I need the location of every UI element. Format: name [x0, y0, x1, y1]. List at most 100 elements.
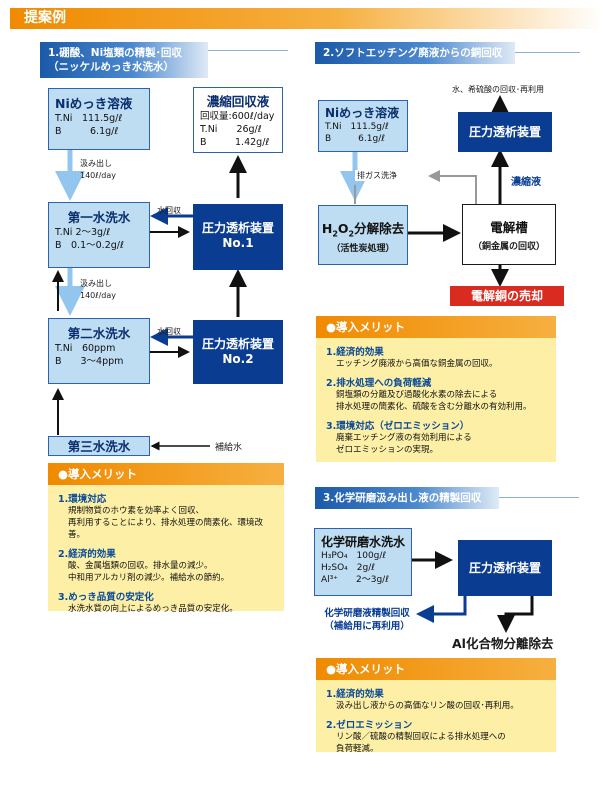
concentrate-label: 濃縮液	[511, 177, 541, 188]
section2-merit-2-line2: 排水処理の簡素化、硫酸を含む分離水の有効利用。	[336, 402, 532, 412]
electrolytic-cell-title: 電解槽	[490, 220, 528, 235]
second-rinse-box: 第二水洗水 T.Ni 60ppm B 3〜4ppm	[48, 318, 150, 384]
section1-merit-1-line1: 規制物質のホウ素を効率よく回収、	[68, 506, 205, 516]
ro-unit-2: 圧力透析装置 No.2	[193, 320, 283, 384]
al-compound-removal-label: Al化合物分離除去	[452, 636, 554, 651]
section3-merit-heading: ●導入メリット	[316, 658, 556, 680]
dragout-label-2: 汲み出し 140ℓ/day	[80, 278, 116, 302]
polish-al: Al³⁺ 2〜3g/ℓ	[321, 575, 389, 585]
copper-sale-text: 電解銅の売却	[470, 289, 543, 303]
section1-merit-1-line2: 再利用することにより、排水処理の簡素化、環境改善。	[68, 518, 263, 540]
section2-merit-1-line1: エッチング廃液から高価な銅金属の回収。	[336, 359, 498, 369]
section3-header: 3.化学研磨汲み出し液の精製回収	[315, 487, 499, 509]
section3-merit-1-line1: 汲み出し液からの高価なリン酸の回収･再利用。	[336, 701, 519, 711]
water-return-label-1: 水回収	[157, 206, 181, 215]
first-rinse-b: B 0.1〜0.2g/ℓ	[55, 240, 124, 251]
ni-plating-b: B 6.1g/ℓ	[55, 126, 119, 137]
ro-unit-2-number: No.2	[222, 352, 254, 366]
ro-unit-1-label: 圧力透析装置	[201, 221, 274, 235]
section2-header: 2.ソフトエッチング廃液からの銅回収	[315, 42, 515, 64]
section2-ni-plating-title: Niめっき溶液	[325, 106, 400, 120]
concentrate-b: B 1.42g/ℓ	[200, 137, 270, 148]
section1-header: 1.硼酸、Ni塩類の精製･回収 （ニッケルめっき水洗水）	[40, 42, 208, 78]
ro-unit-1: 圧力透析装置 No.1	[193, 204, 283, 270]
section3-header-line	[499, 497, 579, 498]
h2o2-sub1: 2	[332, 229, 338, 239]
second-rinse-b: B 3〜4ppm	[55, 356, 124, 367]
section2-merit-3-line1: 廃棄エッチング液の有効利用による	[336, 433, 472, 443]
first-rinse-tni: T.Ni 2〜3g/ℓ	[55, 227, 111, 238]
concentrate-tni: T.Ni 26g/ℓ	[200, 124, 262, 135]
section2-merit-3-title: 3.環境対応（ゼロエミッション）	[326, 421, 470, 432]
concentrate-recovery-box: 濃縮回収液 回収量:600ℓ/day T.Ni 26g/ℓ B 1.42g/ℓ	[193, 87, 283, 153]
ni-plating-tni: T.Ni 111.5g/ℓ	[55, 113, 123, 124]
ni-plating-solution-box: Niめっき溶液 T.Ni 111.5g/ℓ B 6.1g/ℓ	[48, 88, 150, 150]
h2o2-decomposition-box: H2O2分解除去 （活性炭処理）	[318, 205, 408, 265]
concentrate-volume: 回収量:600ℓ/day	[200, 111, 275, 122]
section2-ro-unit: 圧力透析装置	[458, 112, 552, 152]
dragout2-text: 汲み出し	[80, 279, 112, 288]
copper-sale-badge: 電解銅の売却	[450, 286, 564, 306]
exhaust-gas-scrubber-label: 排ガス洗浄	[355, 170, 399, 181]
section2-ro-label: 圧力透析装置	[468, 125, 541, 139]
section3-merit-2-line2: 負荷軽減。	[336, 744, 379, 754]
h2o2-sub2: 2	[348, 229, 355, 239]
h2o2-h: H	[321, 221, 333, 236]
section3-merit-1-title: 1.経済的効果	[326, 689, 384, 700]
section2-merit-2-line1: 銅塩類の分離及び過酸化水素の除去による	[336, 390, 498, 400]
section2-merit-heading: ●導入メリット	[316, 316, 556, 338]
h2o2-o: O	[337, 221, 349, 236]
copper-recovery-note: （銅金属の回収）	[472, 242, 545, 252]
section1-merit-2-line1: 酸、金属塩類の回収。排水量の減少。	[68, 561, 213, 571]
h2o2-decomposition-title: H2O2分解除去	[319, 218, 407, 239]
section3-merit-2-title: 2.ゼロエミッション	[326, 720, 413, 731]
section3-ro-label: 圧力透析装置	[468, 561, 541, 575]
h2o2-decomp: 分解除去	[354, 221, 405, 236]
section3-merit-2-line1: リン酸／硫酸の精製回収による排水処理への	[336, 732, 506, 742]
dragout1-rate: 140ℓ/day	[80, 171, 116, 180]
concentrate-title: 濃縮回収液	[206, 94, 270, 109]
activated-carbon-note: （活性炭処理）	[331, 243, 395, 254]
electrolytic-cell-box: 電解槽 （銅金属の回収）	[462, 204, 556, 265]
ro-unit-2-label: 圧力透析装置	[201, 337, 274, 351]
section1-merit-3-line1: 水洗水質の向上によるめっき品質の安定化。	[68, 604, 238, 614]
polish-h3po4: H₃PO₄ 100g/ℓ	[321, 551, 387, 561]
second-rinse-title: 第二水洗水	[67, 326, 131, 341]
recovery-line2: （補給用に再利用）	[324, 621, 410, 632]
first-rinse-title: 第一水洗水	[67, 210, 131, 225]
section2-ni-plating-tni: T.Ni 111.5g/ℓ	[325, 122, 389, 132]
section3-ro-unit: 圧力透析装置	[458, 540, 552, 596]
section2-merit-1-title: 1.経済的効果	[326, 347, 384, 358]
section2-ni-plating-box: Niめっき溶液 T.Ni 111.5g/ℓ B 6.1g/ℓ	[318, 100, 408, 152]
section1-merit-3-title: 3.めっき品質の安定化	[58, 592, 154, 603]
section2-merit-2-title: 2.排水処理への負荷軽減	[326, 378, 432, 389]
page-title-banner: 提案例	[10, 8, 603, 29]
makeup-water-label: 補給水	[215, 443, 243, 453]
first-rinse-box: 第一水洗水 T.Ni 2〜3g/ℓ B 0.1〜0.2g/ℓ	[48, 202, 150, 268]
section1-merit-1-title: 1.環境対応	[58, 494, 107, 505]
section1-subtitle: （ニッケルめっき水洗水）	[48, 61, 174, 73]
section1-merit-heading: ●導入メリット	[48, 463, 284, 485]
chemical-polishing-rinse-box: 化学研磨水洗水 H₃PO₄ 100g/ℓ H₂SO₄ 2g/ℓ Al³⁺ 2〜3…	[314, 528, 412, 596]
section1-title: 1.硼酸、Ni塩類の精製･回収	[48, 47, 182, 59]
ro-unit-1-number: No.1	[222, 236, 254, 250]
chemical-polishing-title: 化学研磨水洗水	[321, 535, 406, 549]
section3-title: 3.化学研磨汲み出し液の精製回収	[323, 492, 482, 504]
third-rinse-title: 第三水洗水	[67, 439, 131, 454]
recovery-line1: 化学研磨液精製回収	[324, 608, 410, 619]
ni-plating-title: Niめっき溶液	[55, 96, 133, 111]
page-title: 提案例	[24, 10, 66, 26]
water-return-label-2: 水回収	[157, 327, 181, 336]
section2-merit-3-line2: ゼロエミッションの実現。	[336, 445, 439, 455]
section1-merit-2-line2: 中和用アルカリ剤の減少。補給水の節約。	[68, 573, 230, 583]
dragout2-rate: 140ℓ/day	[80, 291, 116, 300]
water-acid-recovery-note: 水、希硫酸の回収･再利用	[452, 85, 544, 94]
section2-merit-panel: ●導入メリット 1.経済的効果 エッチング廃液から高価な銅金属の回収。 2.排水…	[316, 316, 556, 462]
polishing-liquid-recovery-label: 化学研磨液精製回収 （補給用に再利用）	[316, 607, 418, 633]
dragout-label-1: 汲み出し 140ℓ/day	[80, 158, 116, 182]
section1-merit-2-title: 2.経済的効果	[58, 549, 116, 560]
second-rinse-tni: T.Ni 60ppm	[55, 343, 116, 354]
third-rinse-box: 第三水洗水	[48, 436, 150, 456]
section1-header-line	[208, 50, 288, 51]
section1-merit-panel: ●導入メリット 1.環境対応 規制物質のホウ素を効率よく回収、 再利用することに…	[48, 463, 284, 614]
